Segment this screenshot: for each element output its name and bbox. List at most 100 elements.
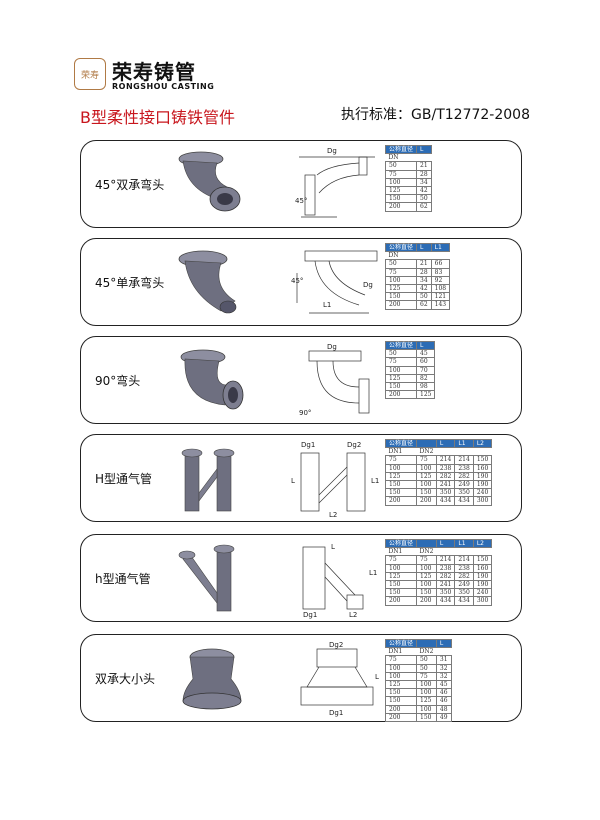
cell: 160 — [472, 463, 493, 473]
cell: 238 — [454, 463, 474, 473]
cell: 75 — [384, 357, 418, 367]
cell: 82 — [416, 373, 436, 384]
cell: 125 — [384, 373, 418, 384]
header-cell — [416, 638, 437, 649]
product-photo-45-double-bend — [178, 151, 241, 212]
brand-name-cn: 荣寿铸管 — [112, 60, 196, 84]
cell: 190 — [472, 571, 493, 582]
drawing-label-l1: L1 — [371, 477, 379, 485]
cell: 200 — [384, 300, 418, 310]
subheader-cell — [416, 251, 432, 261]
cell: 190 — [472, 480, 493, 490]
cell: 125 — [416, 696, 437, 706]
drawing-label-dg1: Dg1 — [329, 709, 343, 717]
cell: 100 — [384, 563, 418, 573]
subheader-cell — [436, 547, 455, 557]
cell: 241 — [435, 580, 456, 590]
cell: 50 — [416, 655, 437, 665]
cell: 32 — [435, 663, 452, 673]
header-cell: L — [435, 638, 452, 649]
header-cell: L2 — [472, 538, 493, 549]
product-photo-h-lower-vent-pipe — [178, 544, 235, 612]
cell: 150 — [384, 580, 418, 590]
cell: 98 — [416, 382, 436, 392]
cell: 50 — [384, 349, 418, 359]
standard-label: 执行标准：GB/T12772-2008 — [341, 107, 530, 123]
cell: 75 — [416, 555, 437, 565]
cell: 46 — [435, 696, 452, 706]
cell: 150 — [472, 555, 493, 565]
cell: 434 — [454, 596, 474, 606]
cell: 150 — [384, 194, 418, 204]
subheader-cell — [473, 447, 492, 457]
cell: 125 — [416, 390, 436, 400]
header-cell: 公称直径 — [384, 438, 418, 449]
cell: 200 — [384, 596, 418, 606]
cell: 50 — [416, 194, 432, 204]
cell: 125 — [384, 471, 418, 482]
cell: 100 — [384, 671, 418, 682]
cell: 92 — [430, 275, 451, 286]
subheader-cell — [436, 647, 452, 657]
technical-drawing: Dg2 L Dg1 — [300, 641, 379, 717]
technical-drawing: Dg1 L L1 L2 — [302, 543, 377, 619]
cell: 62 — [416, 300, 432, 310]
product-photo-reducer — [182, 648, 242, 710]
product-photo-45-single-bend — [178, 250, 237, 314]
cell: 75 — [384, 555, 418, 565]
cell: 50 — [416, 663, 437, 673]
cell: 350 — [435, 588, 456, 598]
cell: 48 — [435, 704, 452, 714]
cell: 34 — [416, 275, 432, 286]
drawing-label-l: L — [291, 477, 295, 485]
header-cell — [416, 538, 437, 549]
cell: 200 — [384, 390, 418, 400]
drawing-label-l: L — [331, 543, 335, 551]
subheader-cell — [454, 547, 474, 557]
cell: 66 — [430, 259, 451, 269]
cell: 249 — [454, 580, 474, 590]
header-cell: L — [435, 538, 456, 549]
cell: 214 — [435, 555, 456, 565]
header-cell: 公称直径 — [384, 638, 418, 649]
cell: 150 — [416, 712, 437, 723]
cell: 200 — [384, 704, 418, 714]
cell: 350 — [454, 488, 474, 498]
cell: 100 — [384, 365, 418, 375]
cell: 50 — [384, 259, 418, 269]
cell: 100 — [416, 580, 437, 590]
cell: 108 — [430, 284, 451, 294]
header-cell: 公称直径 — [384, 242, 418, 253]
header-cell: L — [416, 144, 432, 155]
cell: 190 — [472, 471, 493, 482]
cell: 83 — [430, 267, 451, 277]
technical-drawing: 45° L1 Dg — [291, 250, 378, 314]
header-cell: L — [435, 438, 456, 449]
cell: 238 — [435, 563, 456, 573]
cell: 214 — [454, 555, 474, 565]
cell: 75 — [384, 455, 418, 465]
cell: 143 — [430, 300, 451, 310]
subheader-cell: DN1 — [385, 447, 417, 457]
cell: 300 — [472, 496, 493, 506]
header-cell — [416, 438, 437, 449]
cell: 238 — [435, 463, 456, 473]
subheader-cell: DN — [385, 153, 417, 163]
drawing-label-dg1: Dg1 — [303, 611, 317, 619]
cell: 190 — [472, 580, 493, 590]
cell: 350 — [435, 488, 456, 498]
